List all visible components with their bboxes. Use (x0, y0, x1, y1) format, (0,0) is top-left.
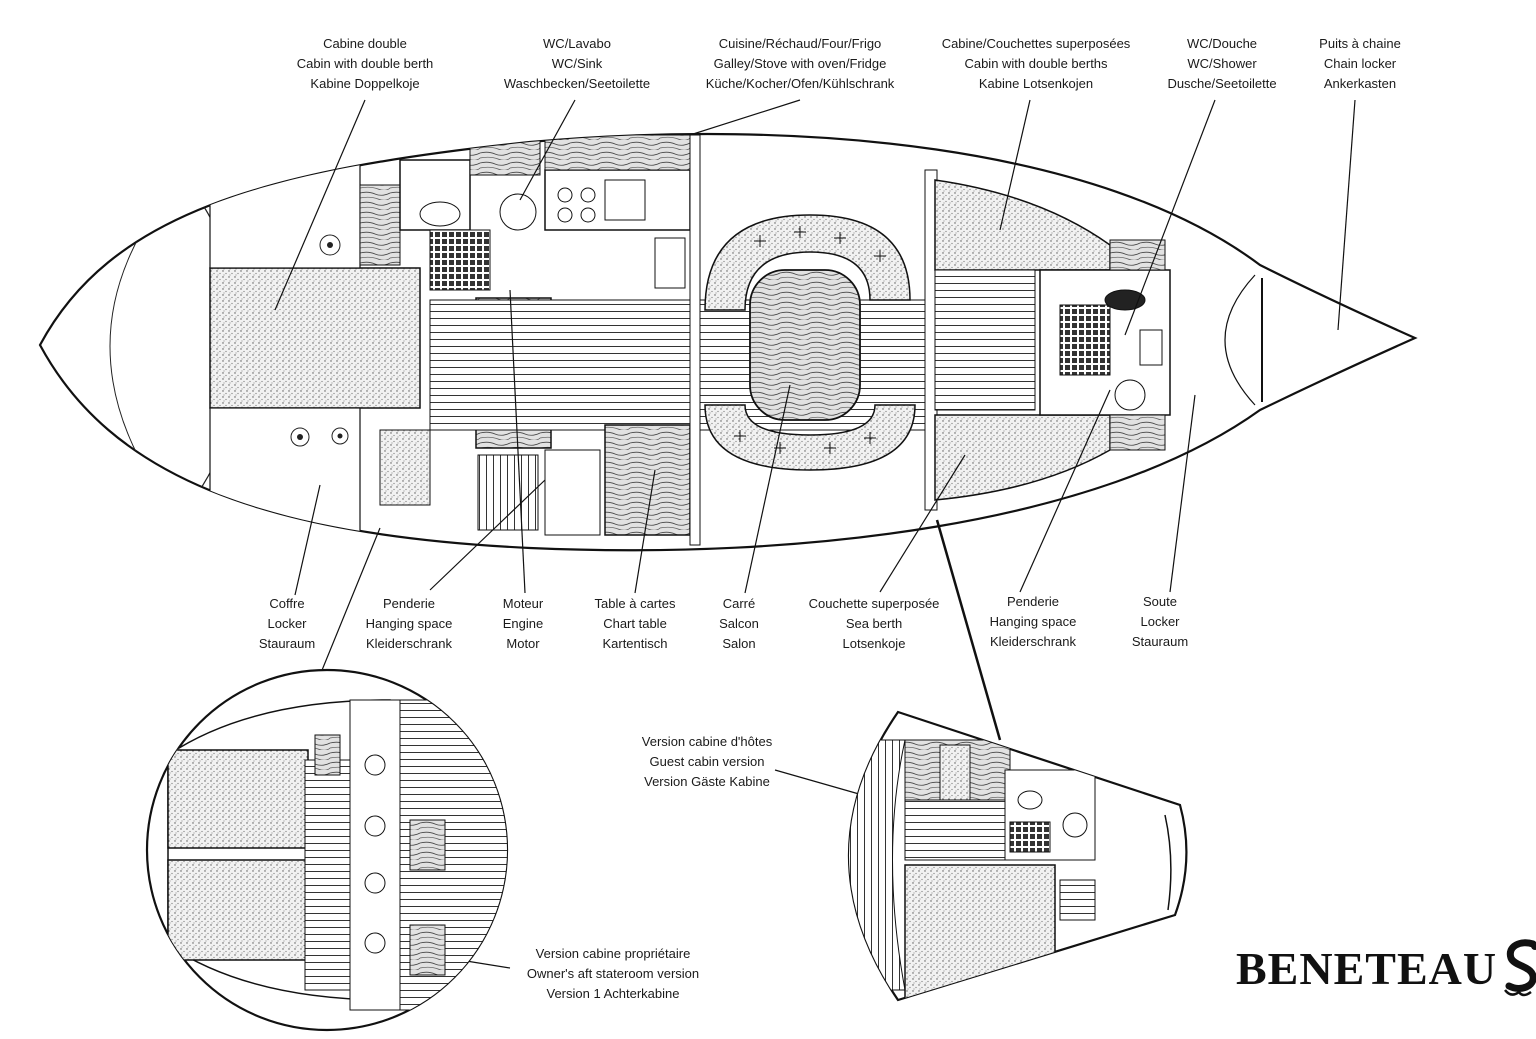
sea-berth (934, 414, 1111, 501)
leader-lines (274, 99, 1356, 969)
brand-wordmark: BENETEAU (1236, 942, 1498, 994)
beneteau-brand: BENETEAU (1236, 938, 1536, 998)
guest-cabin-inset (848, 710, 1188, 1002)
saloon-settee (704, 214, 911, 311)
seahorse-s-logo-icon (1504, 939, 1536, 997)
aft-double-berth (209, 267, 421, 409)
saloon-table (749, 269, 861, 421)
owner-aft-stateroom-inset (145, 668, 509, 1032)
flower-icon (290, 234, 349, 447)
main-hull-plan (38, 132, 1418, 552)
